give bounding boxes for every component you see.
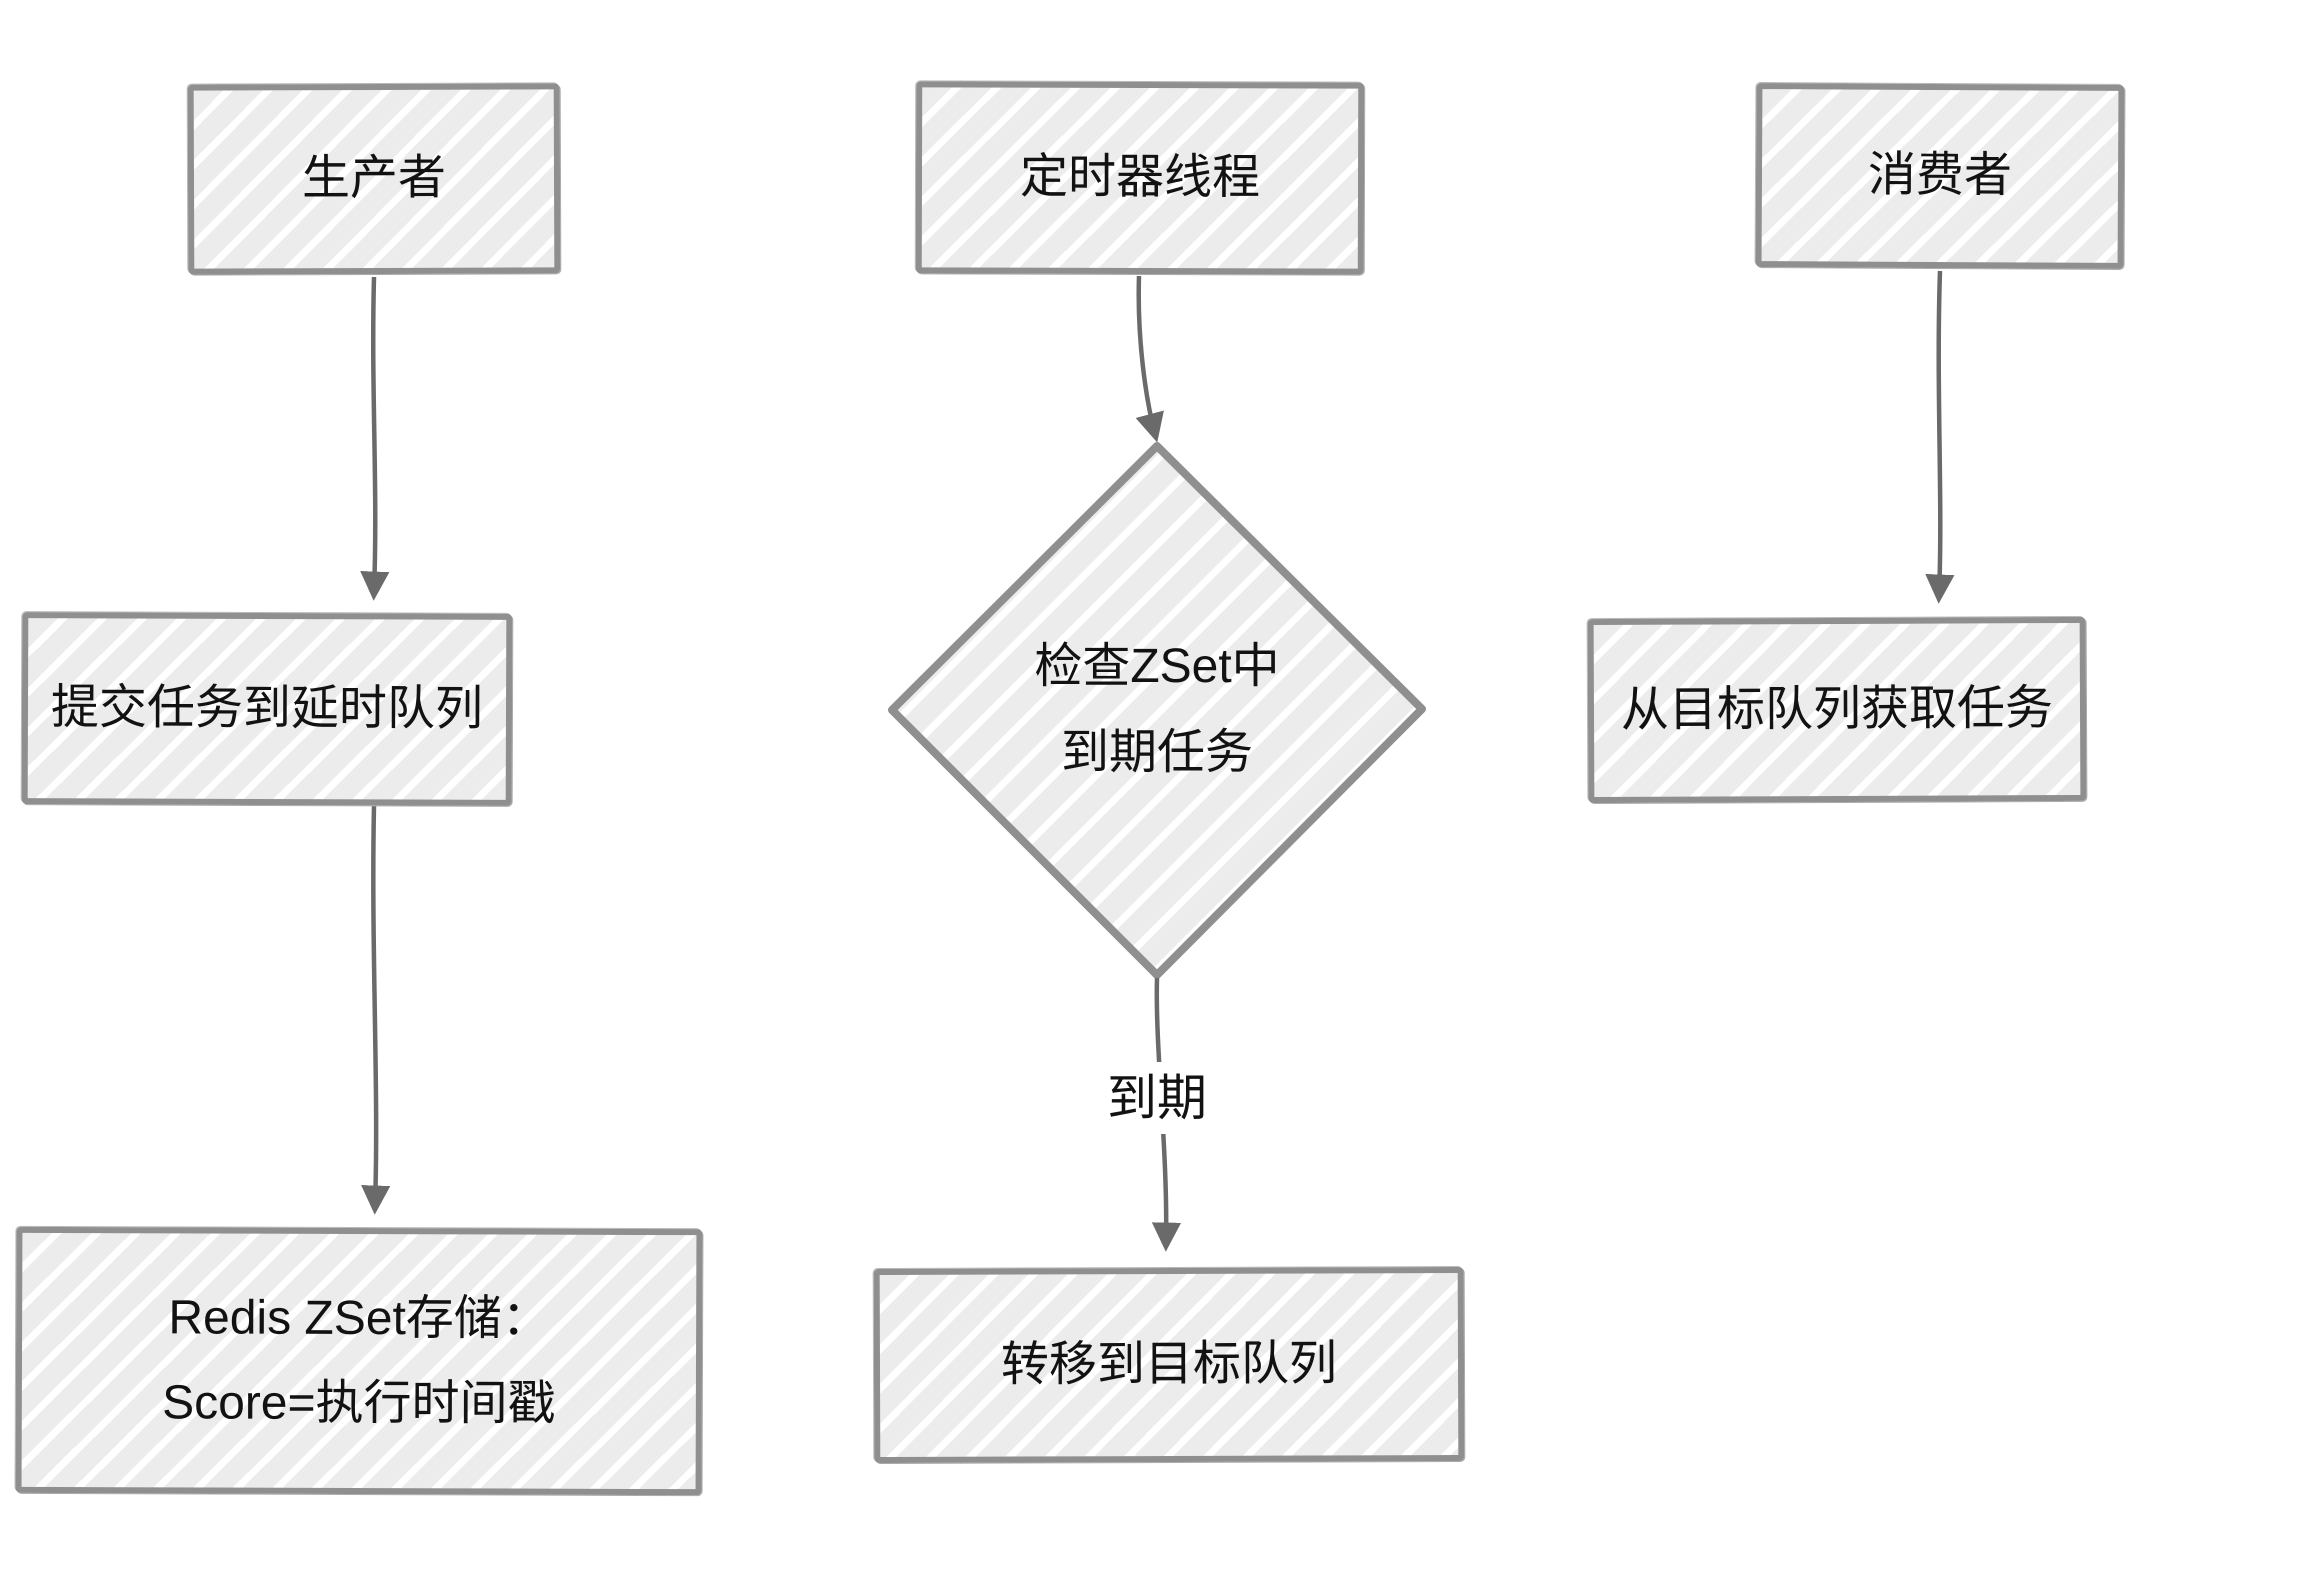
fetch-task-label: 从目标队列获取任务 bbox=[1620, 682, 2054, 738]
decision-check-zset-line2: 到期任务 bbox=[1060, 726, 1253, 779]
redis-zset-store-line1: Redis ZSet存储： bbox=[168, 1290, 550, 1346]
arrow-timer-to-check bbox=[1135, 275, 1164, 443]
arrow-producer-to-submit bbox=[360, 276, 390, 601]
node-fetch-task: 从目标队列获取任务 bbox=[1587, 616, 2087, 804]
node-consumer: 消费者 bbox=[1755, 83, 2125, 269]
decision-check-zset-shape bbox=[888, 442, 1426, 979]
decision-check-zset-text: 检查ZSet中 到期任务 bbox=[957, 575, 1357, 845]
edge-label-due: 到期 bbox=[1068, 1062, 1246, 1134]
node-redis-zset-store: Redis ZSet存储： Score=执行时间戳 bbox=[15, 1226, 703, 1496]
node-timer: 定时器线程 bbox=[915, 81, 1365, 275]
arrow-submit-to-zset bbox=[361, 805, 391, 1215]
node-producer: 生产者 bbox=[187, 83, 561, 275]
submit-task-label: 提交任务到延时队列 bbox=[50, 681, 484, 737]
transfer-queue-label: 转移到目标队列 bbox=[1000, 1337, 1338, 1392]
decision-check-zset-line1: 检查ZSet中 bbox=[1034, 639, 1280, 693]
node-transfer-queue: 转移到目标队列 bbox=[873, 1266, 1465, 1464]
consumer-label: 消费者 bbox=[1867, 148, 2013, 203]
node-submit-task: 提交任务到延时队列 bbox=[21, 612, 513, 806]
producer-label: 生产者 bbox=[301, 152, 447, 206]
arrow-consumer-to-fetch bbox=[1925, 270, 1955, 604]
timer-label: 定时器线程 bbox=[1019, 150, 1261, 205]
redis-zset-store-line2: Score=执行时间戳 bbox=[162, 1376, 556, 1431]
